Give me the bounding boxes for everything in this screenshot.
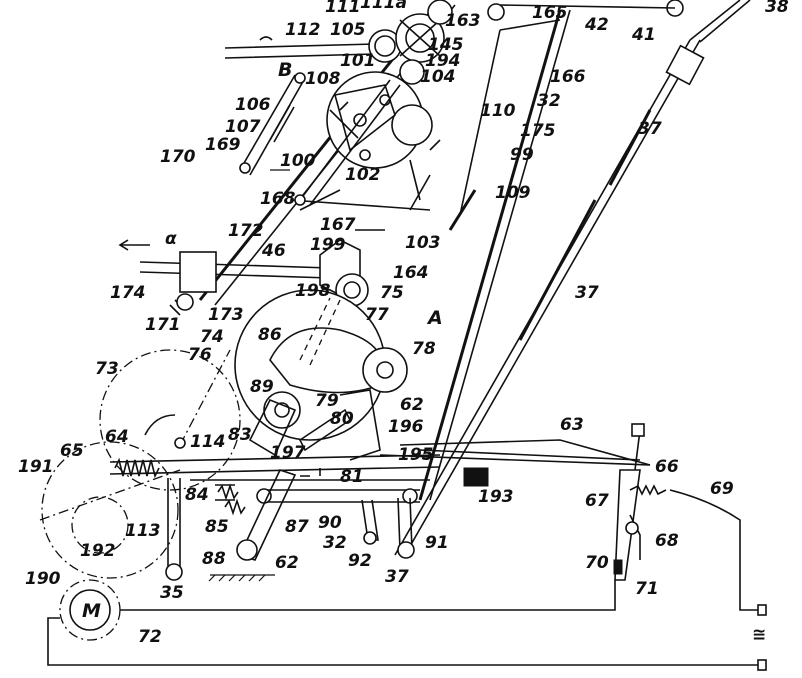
label-76: 76 [188, 345, 212, 365]
horizontal-linkages [109, 439, 651, 504]
label-113: 113 [125, 521, 161, 541]
label-167: 167 [320, 215, 356, 235]
label-87: 87 [285, 517, 309, 537]
label-145: 145 [428, 35, 464, 55]
label-192: 192 [80, 541, 116, 561]
label-112: 112 [285, 20, 321, 40]
label-83: 83 [228, 425, 252, 445]
label-106: 106 [235, 95, 271, 115]
label-79: 79 [315, 391, 339, 411]
label-109: 109 [495, 183, 531, 203]
label-174: 174 [110, 283, 146, 303]
label-169: 169 [205, 135, 241, 155]
label-191: 191 [18, 457, 54, 477]
label-71: 71 [635, 579, 659, 599]
top-gear-cluster [224, 0, 505, 85]
label-78: 78 [412, 339, 436, 359]
lower-links [165, 469, 415, 582]
label-74: 74 [200, 327, 224, 347]
label-63: 63 [560, 415, 584, 435]
label-73: 73 [95, 359, 119, 379]
label-102: 102 [345, 165, 381, 185]
label-a: A [426, 307, 443, 329]
label-38: 38 [765, 0, 789, 17]
label-67: 67 [585, 491, 609, 511]
cam-disk-a [234, 289, 408, 461]
motor-72 [47, 579, 767, 671]
label-62-bottom: 62 [275, 553, 299, 573]
label-62-mid: 62 [400, 395, 424, 415]
label-72: 72 [138, 627, 162, 647]
label-101: 101 [340, 51, 376, 71]
label-46: 46 [261, 241, 286, 261]
label-64: 64 [105, 427, 129, 447]
label-68: 68 [655, 531, 679, 551]
label-84: 84 [185, 485, 209, 505]
motor-m-letter: M [82, 600, 101, 622]
label-80: 80 [330, 409, 354, 429]
label-199: 199 [310, 235, 346, 255]
label-41: 41 [631, 25, 656, 45]
label-168: 168 [260, 189, 296, 209]
label-89: 89 [250, 377, 274, 397]
label-171: 171 [145, 315, 181, 335]
label-66: 66 [655, 457, 679, 477]
label-111a: 111a [360, 0, 407, 13]
label-166: 166 [550, 67, 586, 87]
label-69: 69 [710, 479, 734, 499]
mechanism-b [239, 71, 441, 211]
label-165: 165 [532, 3, 568, 23]
label-198: 198 [295, 281, 331, 301]
label-103: 103 [405, 233, 441, 253]
label-91: 91 [425, 533, 449, 553]
label-88: 88 [202, 549, 226, 569]
label-37-mid: 37 [575, 283, 599, 303]
label-100: 100 [280, 151, 316, 171]
dashed-wheels [39, 349, 241, 579]
label-b: B [278, 59, 292, 81]
label-32-bottom: 32 [323, 533, 347, 553]
label-107: 107 [225, 117, 261, 137]
label-172: 172 [228, 221, 264, 241]
label-175: 175 [520, 121, 556, 141]
label-37-bottom: 37 [385, 567, 409, 587]
right-lever [463, 423, 741, 600]
label-86: 86 [258, 325, 282, 345]
label-190: 190 [25, 569, 61, 589]
label-32-top: 32 [537, 91, 561, 111]
label-42: 42 [584, 15, 609, 35]
label-85: 85 [205, 517, 229, 537]
label-163: 163 [445, 11, 481, 31]
label-104: 104 [420, 67, 456, 87]
reference-labels: 111 111a 163 165 42 41 38 112 105 145 19… [18, 0, 789, 647]
label-105: 105 [330, 20, 366, 40]
label-75: 75 [380, 283, 404, 303]
label-99: 99 [510, 145, 534, 165]
label-35: 35 [160, 583, 184, 603]
label-77: 77 [365, 305, 389, 325]
label-195: 195 [398, 445, 434, 465]
label-37-top: 37 [638, 119, 662, 139]
label-65: 65 [60, 441, 84, 461]
label-173: 173 [208, 305, 244, 325]
label-70: 70 [585, 553, 609, 573]
label-114: 114 [190, 432, 226, 452]
label-92: 92 [348, 551, 372, 571]
label-110: 110 [480, 101, 516, 121]
label-193: 193 [478, 487, 514, 507]
label-alpha: α [165, 229, 177, 249]
label-ac-symbol: ≅ [752, 625, 766, 645]
label-90: 90 [318, 513, 342, 533]
label-197: 197 [270, 443, 306, 463]
label-81: 81 [340, 467, 364, 487]
rod-37 [394, 0, 751, 556]
label-170: 170 [160, 147, 196, 167]
label-196: 196 [388, 417, 424, 437]
label-164: 164 [393, 263, 429, 283]
label-111: 111 [325, 0, 361, 17]
label-194: 194 [425, 51, 461, 71]
label-108: 108 [305, 69, 341, 89]
